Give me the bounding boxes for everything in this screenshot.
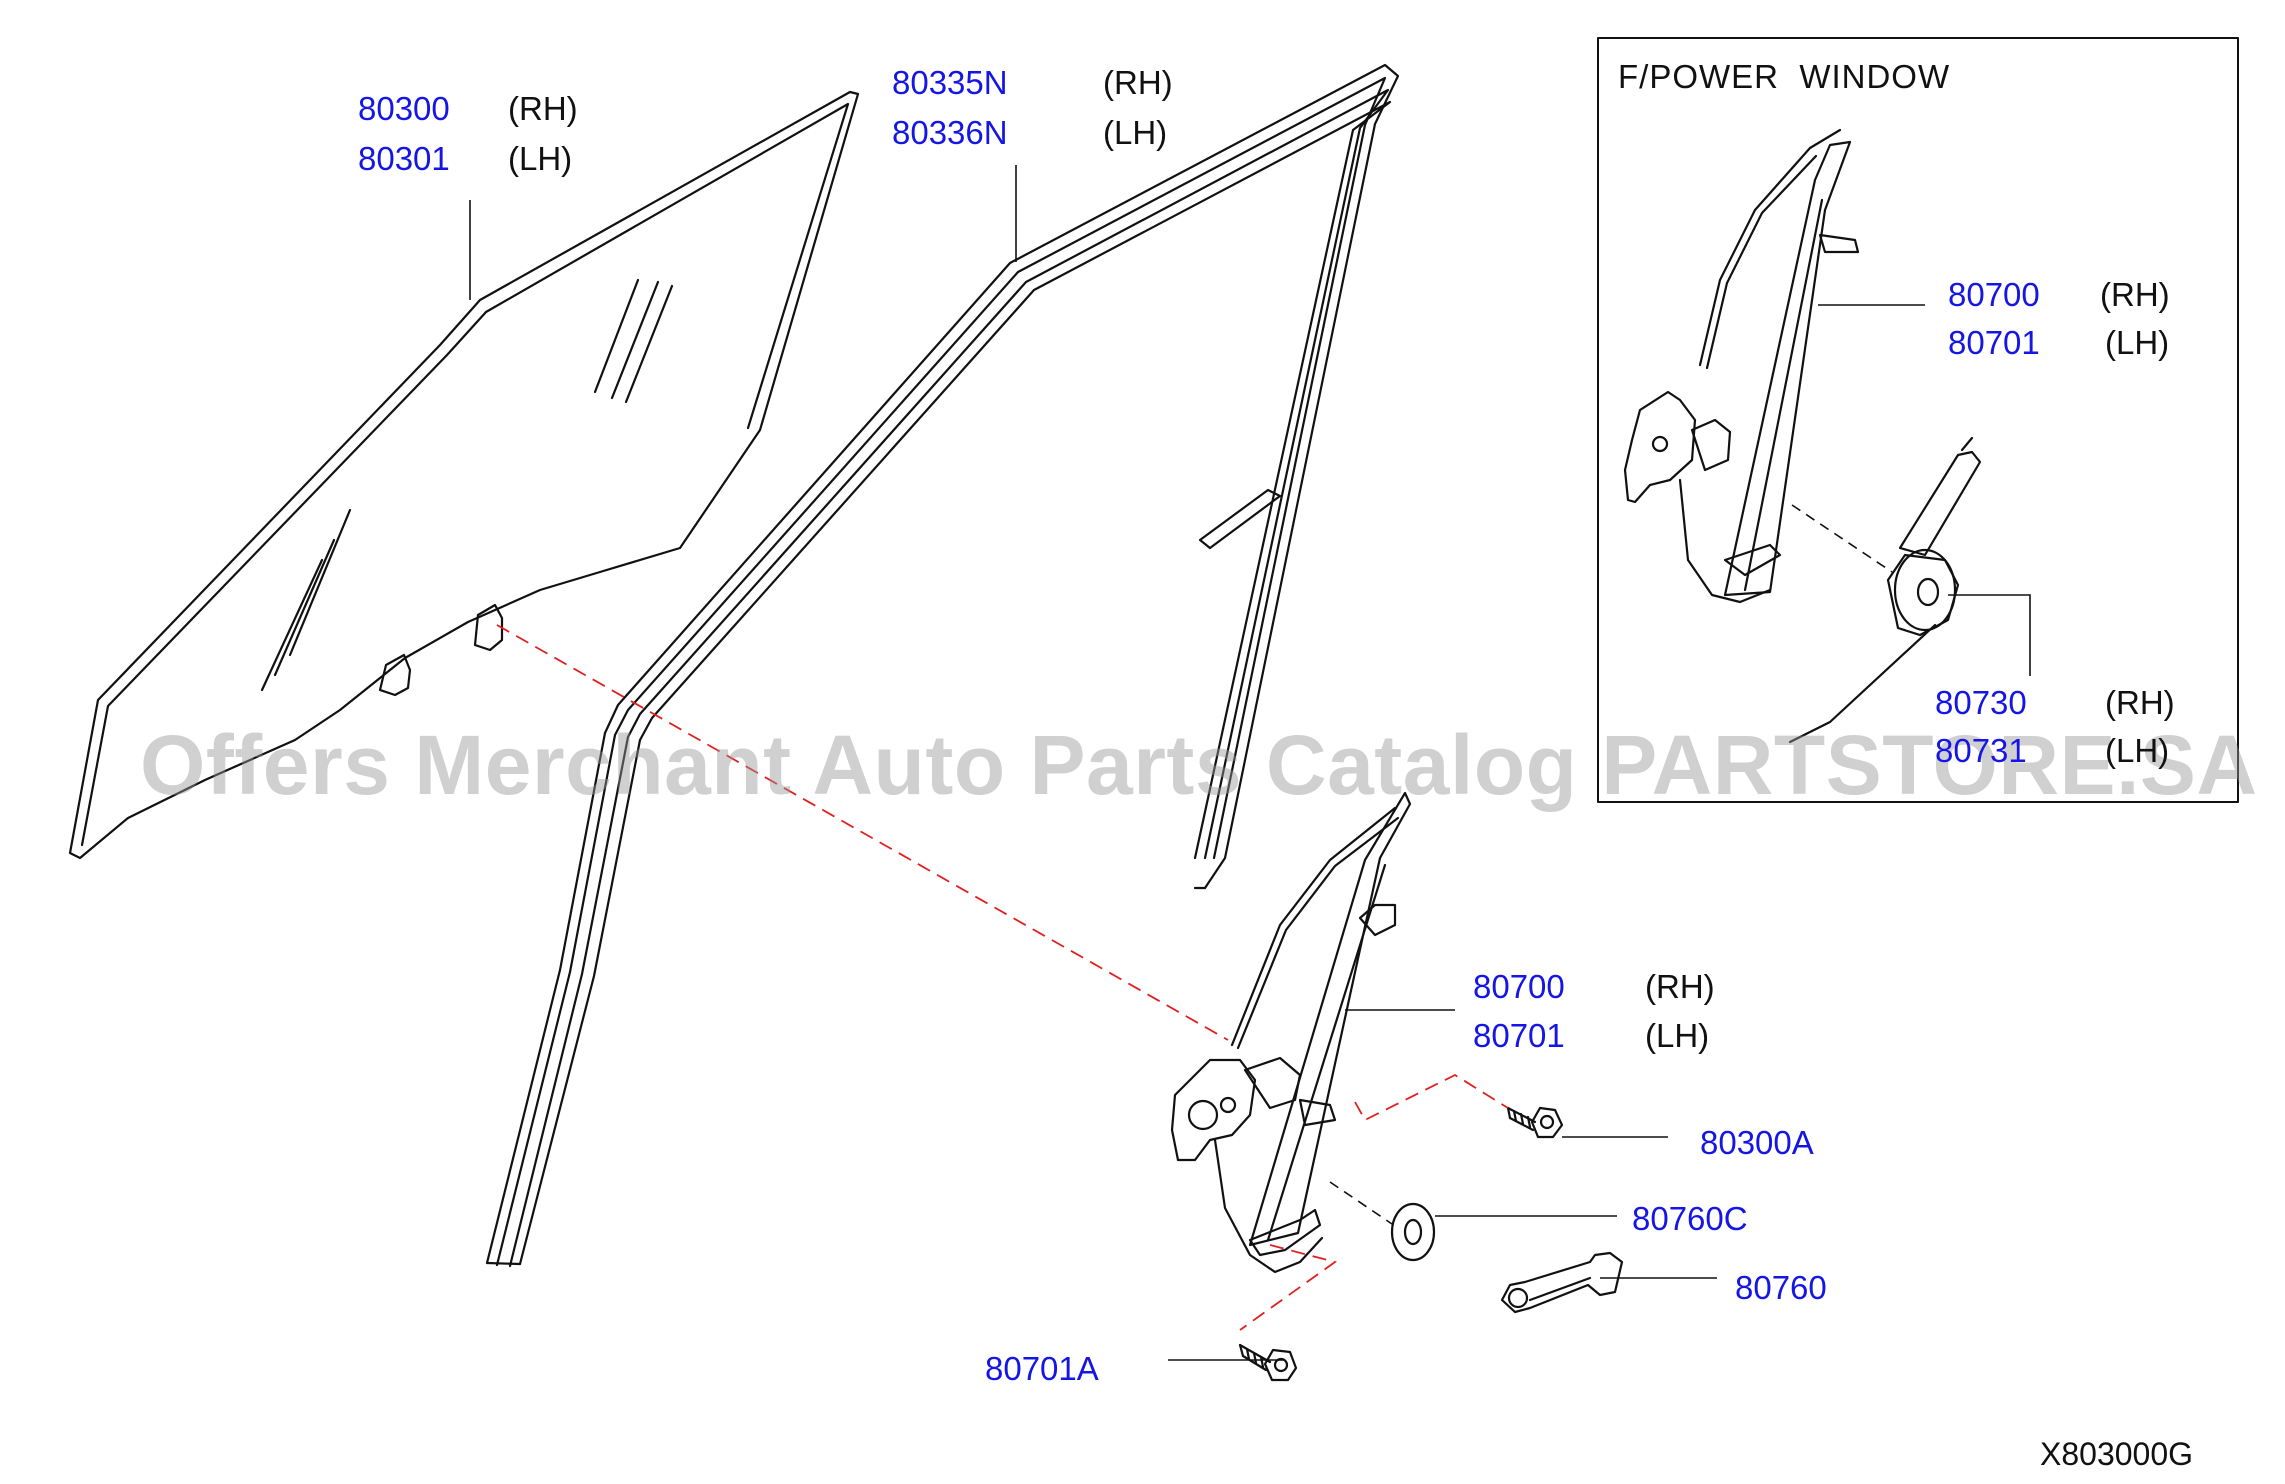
part-80300A[interactable]: 80300A bbox=[1700, 1124, 1814, 1161]
bolt-80701A[interactable] bbox=[1238, 1343, 1298, 1382]
part-80701[interactable]: 80701 bbox=[1473, 1017, 1565, 1054]
inset-side-rh-80700: (RH) bbox=[2100, 276, 2170, 313]
part-80731[interactable]: 80731 bbox=[1935, 732, 2027, 769]
part-80701A[interactable]: 80701A bbox=[985, 1350, 1099, 1387]
side-rh-80335N: (RH) bbox=[1103, 64, 1173, 101]
washer-80760C[interactable] bbox=[1390, 1202, 1436, 1262]
leader-lines bbox=[469, 165, 2031, 1361]
inset-part-80700[interactable]: 80700 bbox=[1948, 276, 2040, 313]
part-80730[interactable]: 80730 bbox=[1935, 684, 2027, 721]
inset-part-80701[interactable]: 80701 bbox=[1948, 324, 2040, 361]
side-lh-80701: (LH) bbox=[1645, 1017, 1710, 1054]
inset-motor[interactable] bbox=[1788, 436, 1982, 744]
window-regulator[interactable] bbox=[1170, 791, 1412, 1274]
glass-clip-1 bbox=[473, 603, 504, 652]
handle-80760[interactable] bbox=[1500, 1251, 1624, 1314]
part-80301[interactable]: 80301 bbox=[358, 140, 450, 177]
watermark: Offers Merchant Auto Parts Catalog PARTS… bbox=[140, 718, 2258, 812]
side-lh-80336N: (LH) bbox=[1103, 114, 1168, 151]
side-rh-80300: (RH) bbox=[508, 90, 578, 127]
side-lh-80731: (LH) bbox=[2105, 732, 2170, 769]
part-80700[interactable]: 80700 bbox=[1473, 968, 1565, 1005]
part-80760C[interactable]: 80760C bbox=[1632, 1200, 1748, 1237]
glass-run-channel[interactable] bbox=[485, 63, 1400, 1268]
inset-frame bbox=[1597, 37, 2239, 803]
part-80336N[interactable]: 80336N bbox=[892, 114, 1008, 151]
side-lh-80301: (LH) bbox=[508, 140, 573, 177]
part-80335N[interactable]: 80335N bbox=[892, 64, 1008, 101]
red-dashed-connectors bbox=[496, 624, 1509, 1331]
inset-title: F/POWER WINDOW bbox=[1618, 58, 1951, 95]
door-glass[interactable] bbox=[68, 90, 860, 860]
side-rh-80730: (RH) bbox=[2105, 684, 2175, 721]
glass-clip-2 bbox=[378, 653, 412, 697]
inset-side-lh-80701: (LH) bbox=[2105, 324, 2170, 361]
inset-window-regulator[interactable] bbox=[1623, 128, 1860, 604]
diagram-code: X803000G bbox=[2040, 1436, 2194, 1472]
bolt-80300A[interactable] bbox=[1506, 1106, 1564, 1139]
part-80760[interactable]: 80760 bbox=[1735, 1269, 1827, 1306]
part-80300[interactable]: 80300 bbox=[358, 90, 450, 127]
side-rh-80700: (RH) bbox=[1645, 968, 1715, 1005]
black-dashed-connectors bbox=[1329, 504, 1893, 1225]
